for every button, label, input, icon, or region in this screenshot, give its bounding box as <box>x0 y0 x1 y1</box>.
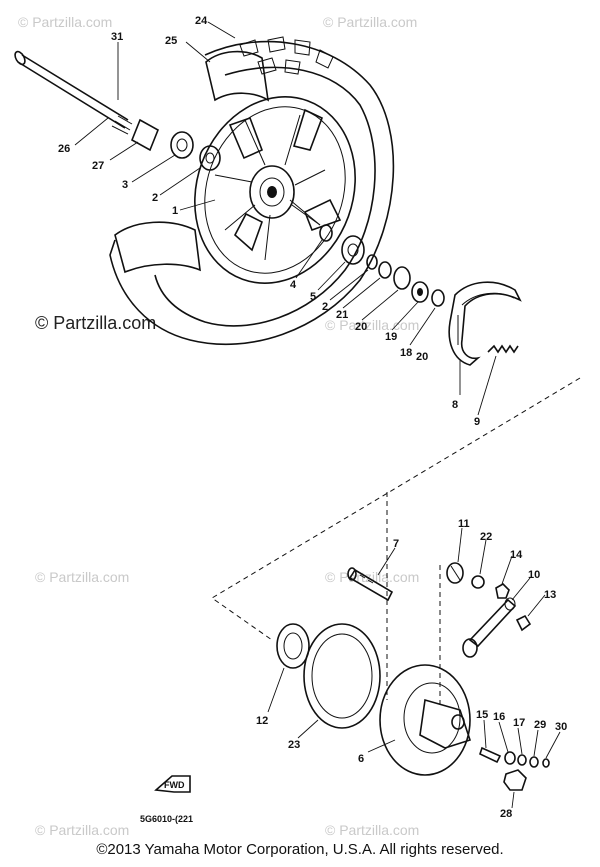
callout-31: 31 <box>111 31 123 43</box>
brake-panel-seal <box>303 623 381 729</box>
brake-shoe <box>448 281 522 366</box>
bolt-13 <box>515 614 532 632</box>
callout-10: 10 <box>528 569 540 581</box>
watermark-bottom-left: © Partzilla.com <box>35 822 129 838</box>
callout-30: 30 <box>555 721 567 733</box>
cam-seal <box>446 562 464 584</box>
callout-24: 24 <box>195 15 208 27</box>
wheel-assembly <box>109 36 395 346</box>
washer-upper <box>378 261 392 279</box>
collar <box>130 118 160 152</box>
callout-7: 7 <box>393 538 399 550</box>
assembly-guide-line <box>211 377 581 641</box>
brake-shoe-plate <box>379 664 472 776</box>
nut-14 <box>495 583 510 599</box>
callout-12: 12 <box>256 715 268 727</box>
callout-16: 16 <box>493 711 505 723</box>
brake-lever <box>462 597 517 658</box>
callout-18: 18 <box>400 347 412 359</box>
callout-21: 21 <box>336 309 348 321</box>
diagram-code: 5G6010-(221 <box>140 814 193 824</box>
callout-14: 14 <box>510 549 523 561</box>
callout-17: 17 <box>513 717 525 729</box>
callout-8: 8 <box>452 399 458 411</box>
callout-26: 26 <box>58 143 70 155</box>
bearing-left <box>170 131 194 159</box>
watermark-low-left: © Partzilla.com <box>35 569 129 585</box>
adjuster-pin <box>542 758 550 768</box>
callout-labels: 31 24 25 26 27 3 2 1 4 5 2 21 20 19 18 2… <box>58 15 567 820</box>
callout-20-upper: 20 <box>355 321 367 333</box>
callout-15: 15 <box>476 709 488 721</box>
callout-11: 11 <box>458 518 470 530</box>
callout-1: 1 <box>172 205 178 217</box>
oil-seal-left <box>199 145 221 171</box>
callout-19: 19 <box>385 331 397 343</box>
watermark-top-right: © Partzilla.com <box>323 14 417 30</box>
callout-2-left: 2 <box>152 192 158 204</box>
watermark-top-left: © Partzilla.com <box>18 14 112 30</box>
spacer <box>319 224 333 242</box>
callout-29: 29 <box>534 719 546 731</box>
brake-cam <box>347 567 394 602</box>
washer-lower <box>431 289 445 307</box>
callout-28: 28 <box>500 808 512 820</box>
watermark-mid-left: © Partzilla.com <box>35 313 156 333</box>
dust-seal <box>276 623 310 669</box>
callout-20-lower: 20 <box>416 351 428 363</box>
callout-3: 3 <box>122 179 128 191</box>
fwd-arrow-icon <box>154 775 191 793</box>
brake-spring <box>487 344 519 354</box>
bearing-right <box>341 235 365 265</box>
bearing-small <box>411 281 429 303</box>
callout-22: 22 <box>480 531 492 543</box>
adjuster-washer <box>504 751 516 765</box>
callout-23: 23 <box>288 739 300 751</box>
callout-25: 25 <box>165 35 177 47</box>
callout-5: 5 <box>310 291 316 303</box>
adjuster-collar <box>529 756 539 768</box>
watermark-mid-right: © Partzilla.com <box>325 317 419 333</box>
watermark-bottom-right: © Partzilla.com <box>325 822 419 838</box>
callout-4: 4 <box>290 279 297 291</box>
adjuster-bolt <box>479 746 502 764</box>
callout-2-right: 2 <box>322 301 328 313</box>
axle-shaft <box>14 50 133 135</box>
callout-9: 9 <box>474 416 480 428</box>
callout-27: 27 <box>92 160 104 172</box>
cam-washer <box>471 575 485 589</box>
oil-seal-right <box>393 266 411 290</box>
leader-lines <box>74 21 561 809</box>
fwd-label: FWD <box>164 780 185 790</box>
callout-6: 6 <box>358 753 364 765</box>
copyright-notice: ©2013 Yamaha Motor Corporation, U.S.A. A… <box>96 841 504 858</box>
circlip <box>366 254 378 270</box>
axle-nut <box>503 769 527 791</box>
callout-13: 13 <box>544 589 556 601</box>
adjuster-nut <box>517 754 527 766</box>
